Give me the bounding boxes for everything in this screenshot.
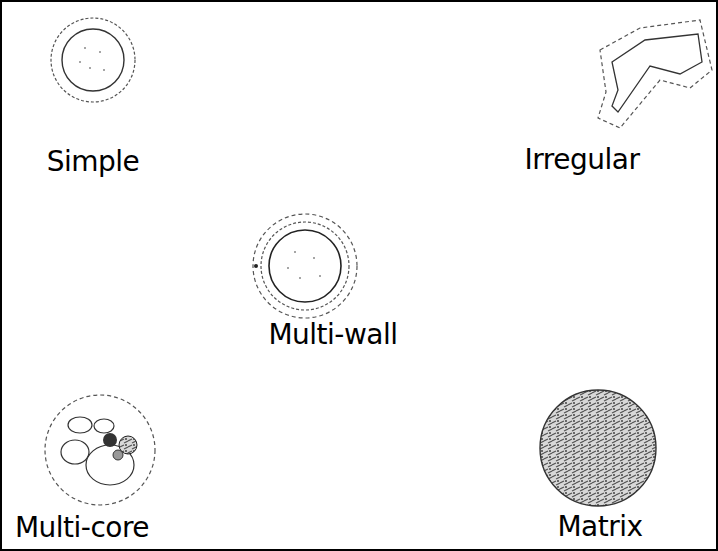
capsule-label: Matrix [557,512,642,543]
capsule-label: Multi-core [15,513,149,544]
capsule-label: Irregular [525,145,640,176]
capsule-label: Multi-wall [268,320,397,351]
capsule-label: Simple [47,147,140,178]
